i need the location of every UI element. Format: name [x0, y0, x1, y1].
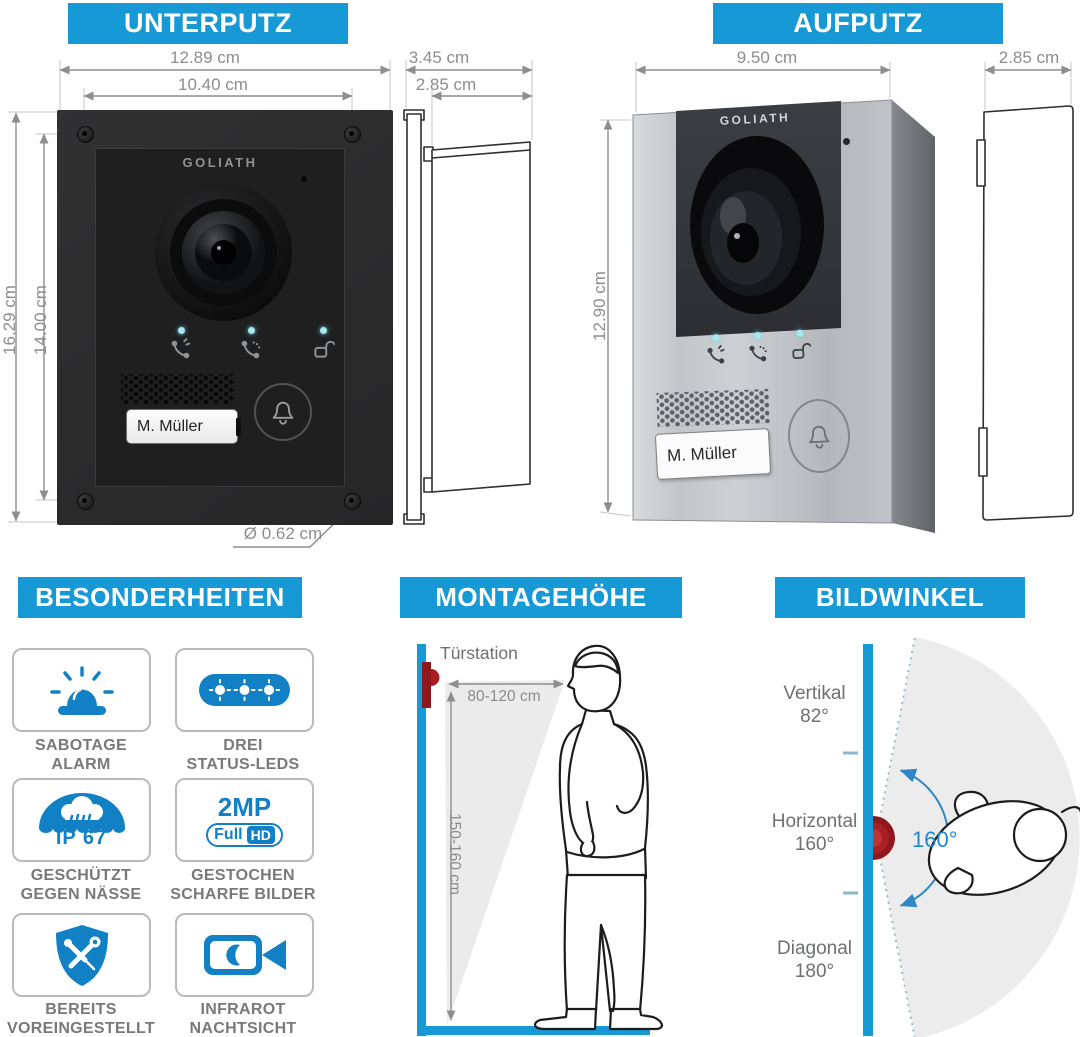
- led-call: [702, 334, 730, 367]
- siren-icon: [49, 666, 114, 715]
- flush-mount-side-view: [403, 109, 531, 525]
- bell-button: [786, 397, 852, 475]
- led-unlock: [310, 327, 336, 361]
- microphone-hole: [301, 176, 307, 182]
- fan-angle-value: 160°: [912, 827, 958, 852]
- feature-card-ip67: IP 67: [12, 778, 151, 862]
- microphone-hole: [843, 138, 850, 145]
- station-label: Türstation: [440, 643, 518, 663]
- section-title-besonderheiten: BESONDERHEITEN: [18, 577, 302, 618]
- led-dot: [177, 327, 185, 334]
- led-talk: [238, 327, 264, 361]
- dim-outer-width: 12.89 cm: [170, 48, 240, 67]
- talk-icon: [241, 340, 261, 359]
- umbrella-rain-icon: [38, 793, 125, 833]
- led-call: [168, 327, 194, 361]
- mounting-cone: [445, 680, 565, 1025]
- dim-inner-width: 10.40 cm: [178, 75, 248, 94]
- ir-camera-icon: [203, 935, 286, 975]
- distance-label: 80-120 cm: [467, 688, 541, 705]
- screw-bottom-left: [77, 493, 94, 510]
- 2mp-badge: 2MP: [217, 791, 272, 822]
- led-unlock: [786, 329, 814, 362]
- status-leds: [702, 329, 814, 367]
- unlock-icon: [314, 340, 335, 358]
- bell-button: [254, 383, 312, 441]
- fullhd-badge: Full HD: [206, 822, 283, 847]
- angle-wall: [843, 644, 895, 1036]
- call-icon: [171, 338, 191, 359]
- door-station-marker: [422, 662, 431, 708]
- section-title-unterputz: UNTERPUTZ: [68, 3, 348, 44]
- screw-top-right: [344, 126, 361, 143]
- dim-depth-box: 2.85 cm: [415, 75, 477, 94]
- mounting-dimensions: [446, 679, 564, 1021]
- status-leds-icon: [199, 674, 290, 706]
- dim-inner-height: 14.00 cm: [31, 285, 50, 355]
- speaker-grille: [121, 374, 234, 404]
- mounting-wall: [417, 644, 650, 1036]
- screw-bottom-right: [344, 493, 361, 510]
- dim-screw-diameter: Ø 0.62 cm: [243, 524, 323, 543]
- nameplate: M. Müller: [126, 409, 241, 444]
- camera-lens: [155, 184, 292, 321]
- feature-card-fullhd: 2MP Full HD: [175, 778, 314, 862]
- bell-icon: [272, 401, 294, 425]
- feature-card-ir-night: [175, 913, 314, 997]
- dim-ap-width: 9.50 cm: [736, 48, 798, 67]
- section-title-montagehoehe: MONTAGEHÖHE: [400, 577, 682, 618]
- front-panel: GOLIATH: [95, 148, 345, 487]
- person-side-drawing: [534, 644, 663, 1031]
- screw-top-left: [77, 126, 94, 143]
- led-dot: [247, 327, 255, 334]
- flush-mount-device: GOLIATH: [57, 110, 393, 525]
- ip67-badge: IP 67: [55, 827, 108, 849]
- section-title-aufputz: AUFPUTZ: [713, 3, 1003, 44]
- feature-card-sabotage-alarm: [12, 648, 151, 732]
- nameplate: M. Müller: [654, 428, 772, 480]
- bell-icon: [809, 425, 830, 449]
- nameplate-text: M. Müller: [666, 442, 738, 466]
- led-talk: [744, 331, 772, 364]
- full-label: Full: [214, 825, 243, 843]
- person-top-drawing: [927, 790, 1080, 896]
- height-range-label: 150-160 cm: [446, 813, 463, 895]
- section-title-bildwinkel: BILDWINKEL: [775, 577, 1025, 618]
- nameplate-text: M. Müller: [137, 417, 203, 435]
- dim-outer-height: 16.29 cm: [0, 285, 19, 355]
- feature-card-status-leds: [175, 648, 314, 732]
- brand-logo: GOLIATH: [182, 155, 258, 170]
- dim-ap-depth: 2.85 cm: [998, 48, 1060, 67]
- hd-label: HD: [246, 825, 275, 844]
- dimension-arrows: [11, 65, 1072, 548]
- led-dot: [319, 327, 327, 334]
- dim-ap-height: 12.90 cm: [590, 271, 609, 341]
- surface-mount-side-view: [976, 105, 1074, 521]
- moon-icon: [225, 944, 240, 966]
- feature-card-preset: [12, 913, 151, 997]
- dim-depth-total: 3.45 cm: [408, 48, 470, 67]
- shield-tools-icon: [55, 925, 108, 986]
- speaker-grille: [656, 389, 770, 427]
